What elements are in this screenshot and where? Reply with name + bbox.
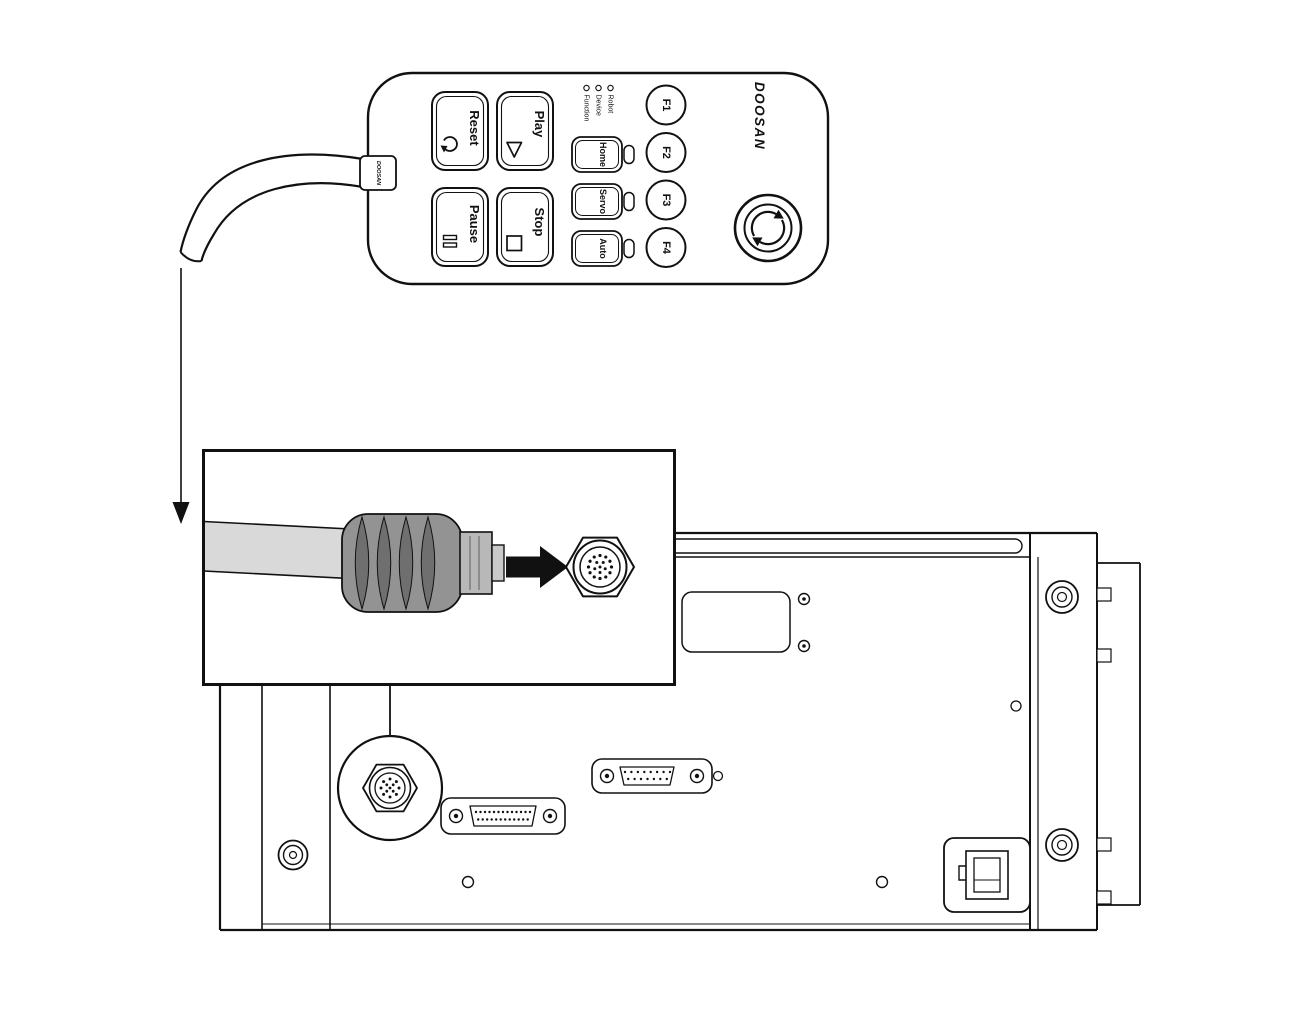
cable-connector-plug bbox=[341, 513, 505, 613]
cable-outline-top bbox=[179, 153, 364, 253]
recessed-panel bbox=[681, 591, 791, 653]
led-device-indicator bbox=[595, 84, 602, 92]
bracket-screw-top-right-icon bbox=[1045, 580, 1079, 614]
flange-notch bbox=[1096, 587, 1112, 602]
connection-detail-inset bbox=[202, 449, 676, 686]
insert-arrow-icon bbox=[506, 546, 568, 588]
f4-button: F4 bbox=[645, 227, 687, 268]
plug-collar bbox=[459, 531, 493, 595]
plug-boot-ridge bbox=[398, 515, 414, 611]
led-function-label: Function bbox=[583, 95, 590, 122]
f2-button-label: F2 bbox=[660, 146, 672, 159]
led-robot-indicator bbox=[607, 84, 614, 92]
stop-button-label: Stop bbox=[532, 208, 547, 237]
panel-hole bbox=[875, 875, 889, 889]
pendant-port-connector-icon bbox=[362, 763, 418, 813]
play-button-label: Play bbox=[532, 111, 547, 139]
home-indicator bbox=[623, 144, 635, 165]
panel-hole bbox=[1010, 700, 1022, 712]
arrow-down-icon bbox=[172, 502, 190, 524]
pendant-port-pins bbox=[379, 777, 401, 799]
f3-button: F3 bbox=[645, 179, 687, 221]
inset-border bbox=[202, 449, 676, 686]
auto-button-label: Auto bbox=[598, 238, 608, 259]
plug-boot-ridge bbox=[420, 515, 436, 611]
dsub-15-connector bbox=[591, 758, 713, 794]
controller-unit bbox=[218, 531, 1141, 932]
rotate-arrows-icon bbox=[750, 209, 786, 247]
home-button: Home bbox=[571, 136, 635, 173]
dsub-25-pins bbox=[474, 810, 532, 821]
reset-button-label: Reset bbox=[467, 110, 482, 146]
flange-notch bbox=[1096, 648, 1112, 663]
auto-indicator bbox=[623, 238, 635, 259]
home-button-label: Home bbox=[598, 142, 608, 167]
stop-button: Stop bbox=[496, 187, 554, 267]
dsub-25-connector bbox=[440, 797, 566, 835]
f2-button: F2 bbox=[645, 132, 687, 173]
dsub-15-pins bbox=[623, 770, 672, 781]
reset-icon bbox=[440, 136, 458, 153]
power-inlet bbox=[943, 837, 1031, 913]
led-robot-label: Robot bbox=[607, 95, 614, 114]
plug-boot-ridge bbox=[376, 515, 392, 611]
emergency-stop-button bbox=[733, 193, 803, 263]
cable-end-cap bbox=[179, 251, 202, 263]
jog-pendant: DOOSAN Reset Play Pause bbox=[359, 71, 830, 286]
plug-tip bbox=[491, 544, 505, 582]
panel-screw-icon bbox=[797, 592, 811, 606]
doosan-logo: DOOSAN bbox=[752, 82, 767, 150]
f3-button-label: F3 bbox=[660, 194, 672, 207]
f1-button-label: F1 bbox=[660, 99, 672, 112]
cable-gland-brand: DOOSAN bbox=[375, 161, 381, 186]
bracket-screw-left-icon bbox=[277, 839, 309, 871]
cable-gland bbox=[359, 155, 397, 191]
pause-button-label: Pause bbox=[467, 205, 482, 243]
servo-indicator bbox=[623, 191, 635, 212]
pause-button: Pause bbox=[431, 187, 489, 267]
led-function-indicator bbox=[583, 84, 590, 92]
panel-receptacle bbox=[565, 536, 635, 598]
pause-icon bbox=[442, 234, 458, 248]
pendant-cable bbox=[172, 153, 364, 524]
auto-button: Auto bbox=[571, 230, 635, 267]
led-device-label: Device bbox=[595, 95, 602, 117]
play-icon bbox=[506, 141, 523, 158]
servo-button: Servo bbox=[571, 183, 635, 220]
flange-notch bbox=[1096, 890, 1112, 905]
play-button: Play bbox=[496, 91, 554, 171]
status-leds: Function Device Robot bbox=[583, 84, 614, 122]
bracket-screw-bottom-right-icon bbox=[1045, 828, 1079, 862]
panel-hole bbox=[712, 770, 724, 782]
cable-sleeve bbox=[203, 520, 351, 580]
reset-button: Reset bbox=[431, 91, 489, 171]
stop-icon bbox=[506, 235, 523, 252]
receptacle-pins bbox=[586, 553, 614, 581]
f1-button: F1 bbox=[645, 84, 687, 126]
plug-boot-ridge bbox=[354, 515, 370, 611]
cable-outline-bottom bbox=[200, 182, 364, 262]
f4-button-label: F4 bbox=[660, 241, 672, 255]
panel-hole bbox=[461, 875, 475, 889]
rear-flange bbox=[1096, 562, 1141, 906]
pendant-port-callout bbox=[336, 686, 444, 842]
panel-screw-icon bbox=[797, 639, 811, 653]
flange-notch bbox=[1096, 837, 1112, 852]
servo-button-label: Servo bbox=[598, 189, 608, 215]
